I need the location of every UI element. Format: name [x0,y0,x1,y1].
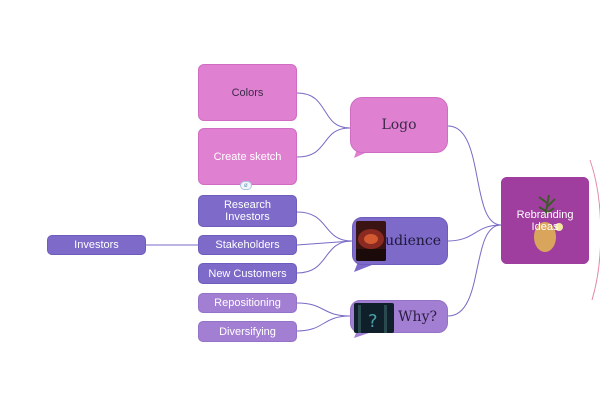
diversifying-node[interactable]: Diversifying [198,321,297,342]
stakeholders-node[interactable]: Stakeholders [198,235,297,255]
create-sketch-label: Create sketch [213,150,282,163]
why-thumbnail-image: ? [354,303,394,333]
svg-text:?: ? [368,311,378,332]
colors-label: Colors [231,86,264,99]
new-customers-label: New Customers [208,267,287,280]
diversifying-label: Diversifying [219,325,276,338]
stakeholders-label: Stakeholders [215,239,280,251]
why-label: Why? [398,308,437,325]
audience-thumbnail-image [356,221,386,261]
egg-plant-image [501,177,589,264]
logo-label: Logo [381,117,417,133]
research-investors-label: Research Investors [223,199,272,223]
root-label: Rebranding Ideas [516,208,574,233]
connector-audience-stakeholders [296,240,353,246]
create-sketch-node[interactable]: Create sketch [198,128,297,185]
root-node[interactable]: Rebranding Ideas [501,177,589,264]
connector-why-repositioning [296,302,351,317]
audience-label: Audience [375,233,441,249]
new-customers-node[interactable]: New Customers [198,263,297,284]
right-edge-accent-line [589,159,600,301]
colors-node[interactable]: Colors [198,64,297,121]
connector-audience-research [296,211,353,242]
investors-label: Investors [74,239,119,251]
connector-audience-customers [296,240,353,274]
connector-logo-sketch [296,127,351,158]
connector-root-audience [447,224,502,242]
research-investors-node[interactable]: Research Investors [198,195,297,227]
investors-node[interactable]: Investors [47,235,146,255]
logo-node[interactable]: Logo [350,97,448,153]
connector-root-logo [447,125,502,226]
repositioning-node[interactable]: Repositioning [198,293,297,313]
connector-logo-colors [296,92,351,129]
expand-collapse-icon[interactable]: ø [240,181,252,190]
connector-root-why [447,224,502,317]
connector-why-diversifying [296,315,351,332]
repositioning-label: Repositioning [214,297,281,309]
